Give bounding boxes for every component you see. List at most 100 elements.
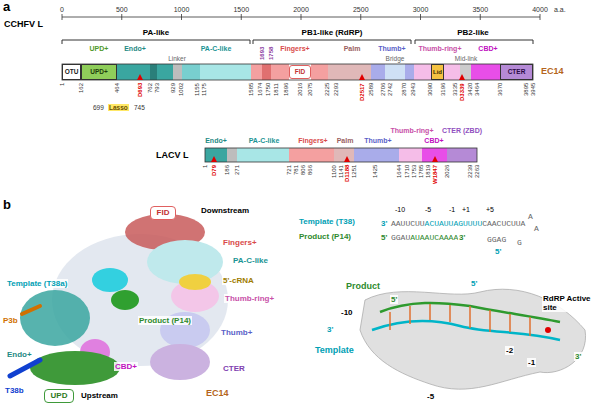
text-label: AUAAUCAAAA [409, 233, 459, 242]
position-number: 1819 [425, 164, 432, 179]
text-label: CTER [222, 364, 246, 373]
site-marker [211, 156, 217, 162]
text-label: 500 [115, 6, 129, 14]
base-pairs [390, 304, 530, 336]
text-label: 2000 [292, 6, 310, 14]
position-number: D1188 [344, 164, 351, 183]
bracket [62, 40, 250, 44]
fingers-segment [311, 64, 328, 80]
position-number: D79 [211, 164, 218, 177]
text-label: 4000 [531, 6, 549, 14]
text-label: Lasso [108, 104, 129, 111]
text-label: Template [314, 345, 355, 355]
position-number: 2742 [387, 82, 394, 97]
text-label: 1000 [173, 6, 191, 14]
thumb-ring-segment [414, 64, 431, 80]
text-label: Fingers+ [297, 137, 328, 145]
position-number: 1585 [248, 82, 255, 97]
position-number: 762 [147, 82, 154, 94]
position-number: 1100 [331, 164, 338, 179]
position-number: 2075 [307, 82, 314, 97]
text-label: Downstream [200, 206, 250, 215]
site-marker [432, 156, 438, 162]
t38b-strand [10, 360, 40, 376]
text-label: 3' [458, 233, 466, 242]
domain-box: FID [289, 65, 311, 79]
mid-link-segment [460, 64, 471, 80]
position-number: 2589 [368, 82, 375, 97]
text-label: Thumb-ring+ [224, 294, 275, 303]
brackets [62, 40, 533, 44]
text-label: 3' [326, 325, 334, 334]
position-number: 3090 [427, 82, 434, 97]
linker-segment [173, 64, 182, 80]
thumb-ring-segment [399, 148, 422, 162]
cter-segment [447, 148, 477, 162]
site-marker [359, 74, 365, 80]
cchfv-bar [62, 64, 533, 80]
domain-box: CTER [500, 64, 533, 80]
text-label: b [2, 198, 12, 213]
position-number: 464 [114, 82, 121, 94]
text-label: CBD+ [114, 362, 138, 371]
text-label: Thumb-ring+ [418, 45, 463, 53]
text-label: 5'-cRNA [222, 276, 255, 285]
cbd-segment [422, 148, 447, 162]
text-label: T38b [4, 386, 25, 395]
fingers-segment [262, 64, 271, 80]
position-number: 2239 [467, 164, 474, 179]
text-label: Thumb+ [377, 45, 406, 53]
position-number: D3339 [459, 82, 466, 102]
text-label: EC14 [540, 66, 565, 76]
text-label: Endo+ [204, 137, 228, 145]
text-label: CBD+ [477, 45, 498, 53]
position-number: 186 [224, 164, 231, 176]
position-number: 793 [154, 82, 161, 94]
text-label: +1 [461, 206, 471, 214]
text-label: PB2-like [456, 28, 490, 37]
thumb-segment [405, 64, 414, 80]
lacv-bar [205, 148, 477, 162]
text-label: 3' [380, 219, 388, 228]
endo-segment [117, 64, 150, 80]
position-number: W1847 [432, 164, 439, 185]
text-label: -10 [394, 206, 406, 214]
thumb-segment [371, 64, 385, 80]
palm-segment [328, 64, 371, 80]
position-number: 1785 [418, 164, 425, 179]
linker-segment [227, 148, 237, 162]
text-label: +5 [485, 206, 495, 214]
text-label: 5' [494, 247, 502, 256]
position-number: 2870 [401, 82, 408, 97]
position-number: 2225 [324, 82, 331, 97]
lasso-segment [150, 64, 157, 80]
position-number: 3335 [452, 82, 459, 97]
position-number: 3464 [474, 82, 481, 97]
text-label: -1 [527, 358, 536, 367]
text-label: 5' [470, 279, 478, 288]
text-label: Endo+ [123, 45, 147, 53]
position-number: 3420 [467, 82, 474, 97]
text-label: 3000 [412, 6, 430, 14]
text-label: Thumb-ring+ [390, 127, 435, 135]
domain-box: FID [150, 206, 176, 220]
position-number: 2016 [297, 82, 304, 97]
position-number: 1710 [404, 164, 411, 179]
p3b-strand [22, 306, 40, 314]
upd-density [30, 351, 120, 385]
cbd-segment [471, 64, 500, 80]
text-label: CTER (ZBD) [441, 127, 483, 135]
position-number: 1251 [351, 164, 358, 179]
text-label: P3b [2, 316, 19, 325]
position-number: 1175 [201, 82, 208, 97]
fingers-segment [289, 148, 334, 162]
position-number: 1753 [411, 164, 418, 179]
text-label: GGAG [486, 235, 507, 244]
structure-model [10, 214, 228, 385]
text-label: Thumb+ [363, 137, 392, 145]
palm-segment [334, 148, 354, 162]
text-label: A [527, 212, 534, 221]
text-label: PA-C-like [200, 45, 233, 53]
